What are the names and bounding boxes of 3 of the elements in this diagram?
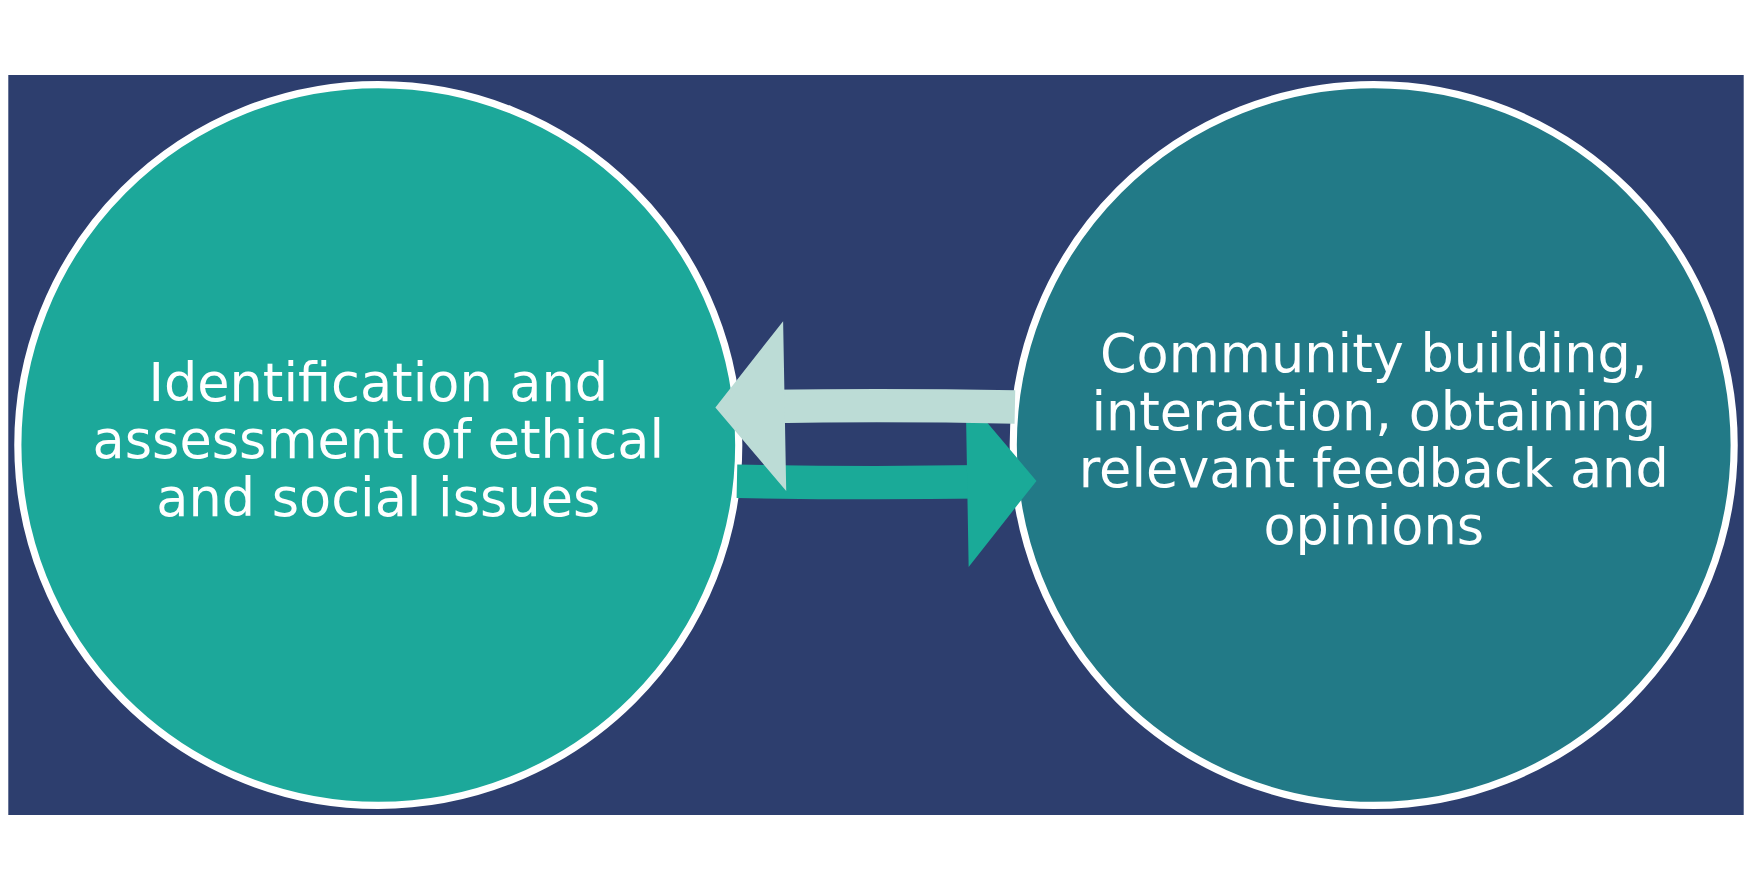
node-circle: Community building, interaction, obtaining relevant feedback and opinions [1009, 80, 1738, 810]
arrow [715, 321, 1016, 492]
node-circle: Identification and assessment of ethical and social issues [14, 80, 743, 810]
